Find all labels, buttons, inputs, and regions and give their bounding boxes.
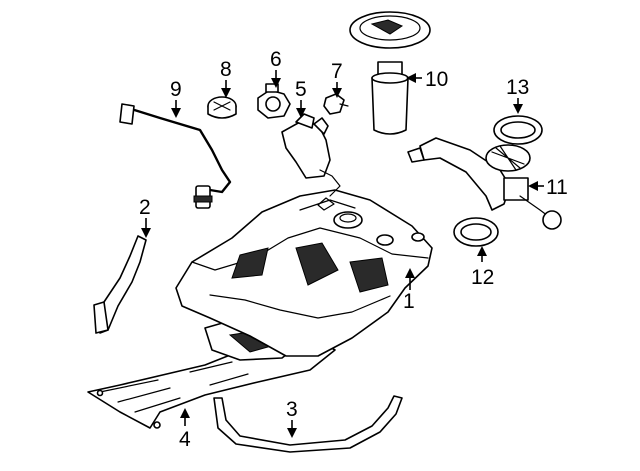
callout-8: 8	[220, 58, 232, 81]
callout-labels: 1 2 3 4 5 6 7 8 9 10 11 12 13	[139, 48, 568, 451]
callout-2: 2	[139, 196, 151, 219]
part-3-tank-strap	[213, 395, 403, 453]
callout-13: 13	[506, 76, 529, 99]
part-10-fuel-pump	[349, 11, 431, 135]
part-9-vent-hose	[119, 103, 232, 209]
callout-1: 1	[403, 290, 415, 313]
part-8-cap	[207, 96, 237, 119]
callout-11: 11	[546, 176, 568, 199]
callout-3: 3	[286, 398, 298, 421]
callout-9: 9	[170, 78, 182, 101]
callout-arrows	[141, 70, 544, 438]
callout-7: 7	[331, 60, 343, 83]
part-6-valve	[257, 83, 291, 119]
callout-5: 5	[295, 78, 307, 101]
part-11-sending-unit	[407, 137, 562, 230]
part-1-fuel-tank	[175, 189, 433, 357]
part-7-connector	[323, 93, 349, 115]
part-13-lock-ring	[493, 115, 543, 145]
part-5-filler-neck	[281, 113, 341, 197]
callout-12: 12	[471, 266, 494, 289]
callout-6: 6	[270, 48, 282, 71]
part-12-seal-ring	[453, 217, 499, 247]
part-2-tank-strap	[93, 235, 147, 334]
callout-10: 10	[425, 68, 448, 91]
callout-4: 4	[179, 428, 191, 451]
